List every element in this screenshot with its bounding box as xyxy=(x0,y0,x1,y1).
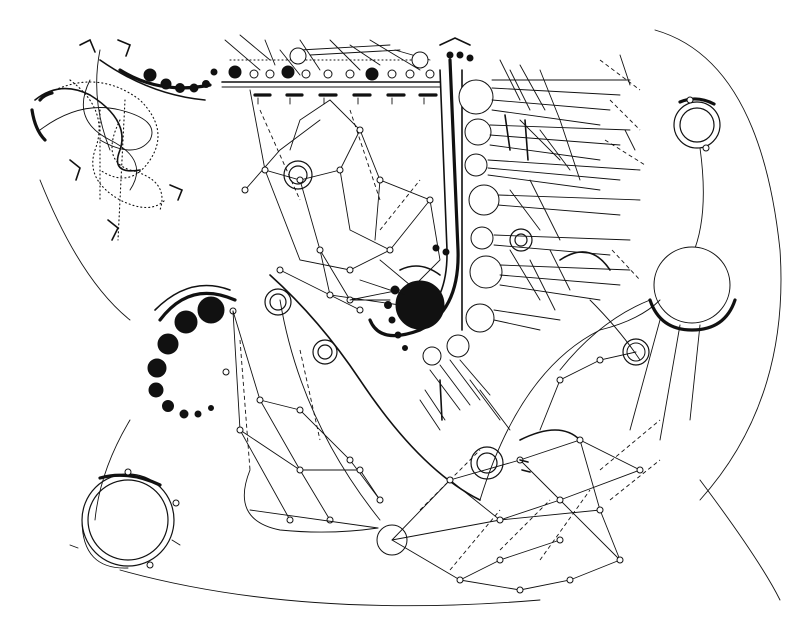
ray-lines xyxy=(487,54,646,331)
right-big-circle xyxy=(559,246,737,441)
hatch-strokes xyxy=(419,359,511,431)
lower-network xyxy=(222,274,481,533)
top-right-ring xyxy=(673,96,721,261)
circle-stack xyxy=(458,54,646,333)
left-dot-arc xyxy=(147,284,237,419)
swirl-cluster xyxy=(30,38,218,241)
top-bead-bar xyxy=(221,34,474,105)
bottom-left-ring xyxy=(69,468,181,569)
central-hook xyxy=(349,58,470,366)
central-network xyxy=(241,89,441,314)
bottom-network xyxy=(249,299,661,594)
frame-arcs xyxy=(39,29,782,607)
